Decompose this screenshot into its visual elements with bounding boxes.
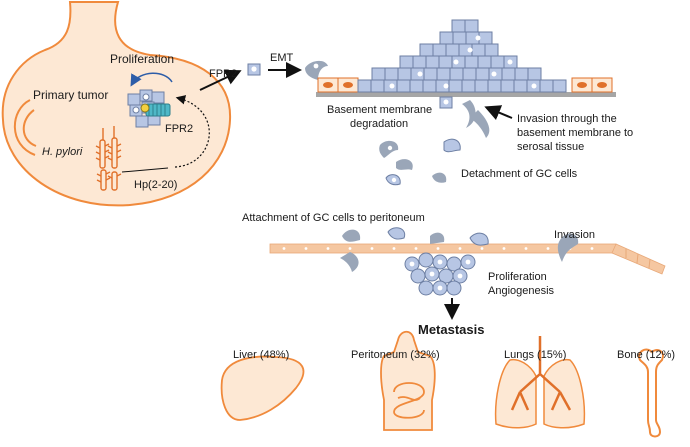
mesenchymal-cell-icon — [305, 60, 328, 80]
hp-peptide-arrow — [174, 95, 210, 168]
label-primary-tumor: Primary tumor — [33, 88, 108, 102]
site-label-lungs: Lungs (15%) — [504, 349, 566, 361]
invasion-arrow — [484, 105, 513, 120]
invading-cells — [379, 96, 490, 186]
tumor-nuclei — [389, 35, 537, 89]
h-pylori-bacteria — [95, 126, 122, 191]
label-hp-peptide: Hp(2-20) — [134, 179, 177, 191]
bone-icon — [638, 348, 664, 438]
basement-membrane — [316, 92, 616, 97]
label-fpr2-arrow: FPR2 — [209, 68, 237, 80]
peritoneum-layer — [269, 243, 666, 275]
fpr2-receptor-icon — [140, 103, 171, 117]
stomach-icon — [1, 1, 232, 207]
label-proliferation-top: Proliferation — [110, 52, 174, 66]
single-cell-icon — [247, 63, 261, 76]
label-bm-degradation-1: Basement membrane — [327, 104, 432, 116]
label-emt: EMT — [270, 52, 294, 64]
site-label-bone: Bone (12%) — [617, 349, 675, 361]
fpr2-arrow — [199, 69, 242, 91]
label-fpr2-receptor: FPR2 — [165, 123, 193, 135]
label-invasion-2: basement membrane to — [517, 127, 633, 139]
liver-icon — [220, 355, 305, 421]
peritoneal-cells — [340, 227, 579, 272]
lungs-icon — [494, 336, 586, 429]
label-bm-degradation-2: degradation — [350, 118, 408, 130]
label-attachment: Attachment of GC cells to peritoneum — [242, 212, 425, 224]
cluster-nuclei — [409, 259, 471, 291]
label-angiogenesis: Angiogenesis — [488, 285, 555, 297]
epithelial-layer — [316, 77, 616, 97]
proliferation-loop-arrow — [130, 72, 173, 87]
label-invasion-3: serosal tissue — [517, 141, 584, 153]
label-metastasis: Metastasis — [418, 322, 484, 337]
label-h-pylori: H. pylori — [42, 146, 83, 158]
label-detachment: Detachment of GC cells — [461, 168, 578, 180]
torso-intestine-icon — [380, 330, 436, 431]
site-label-peritoneum: Peritoneum (32%) — [351, 349, 440, 361]
label-proliferation-bottom: Proliferation — [488, 271, 547, 283]
tumor-mound — [357, 19, 567, 93]
site-label-liver: Liver (48%) — [233, 349, 289, 361]
label-invasion-1: Invasion through the — [517, 113, 617, 125]
label-invasion-peritoneum: Invasion — [554, 229, 595, 241]
hp-peptide-line — [121, 167, 169, 173]
